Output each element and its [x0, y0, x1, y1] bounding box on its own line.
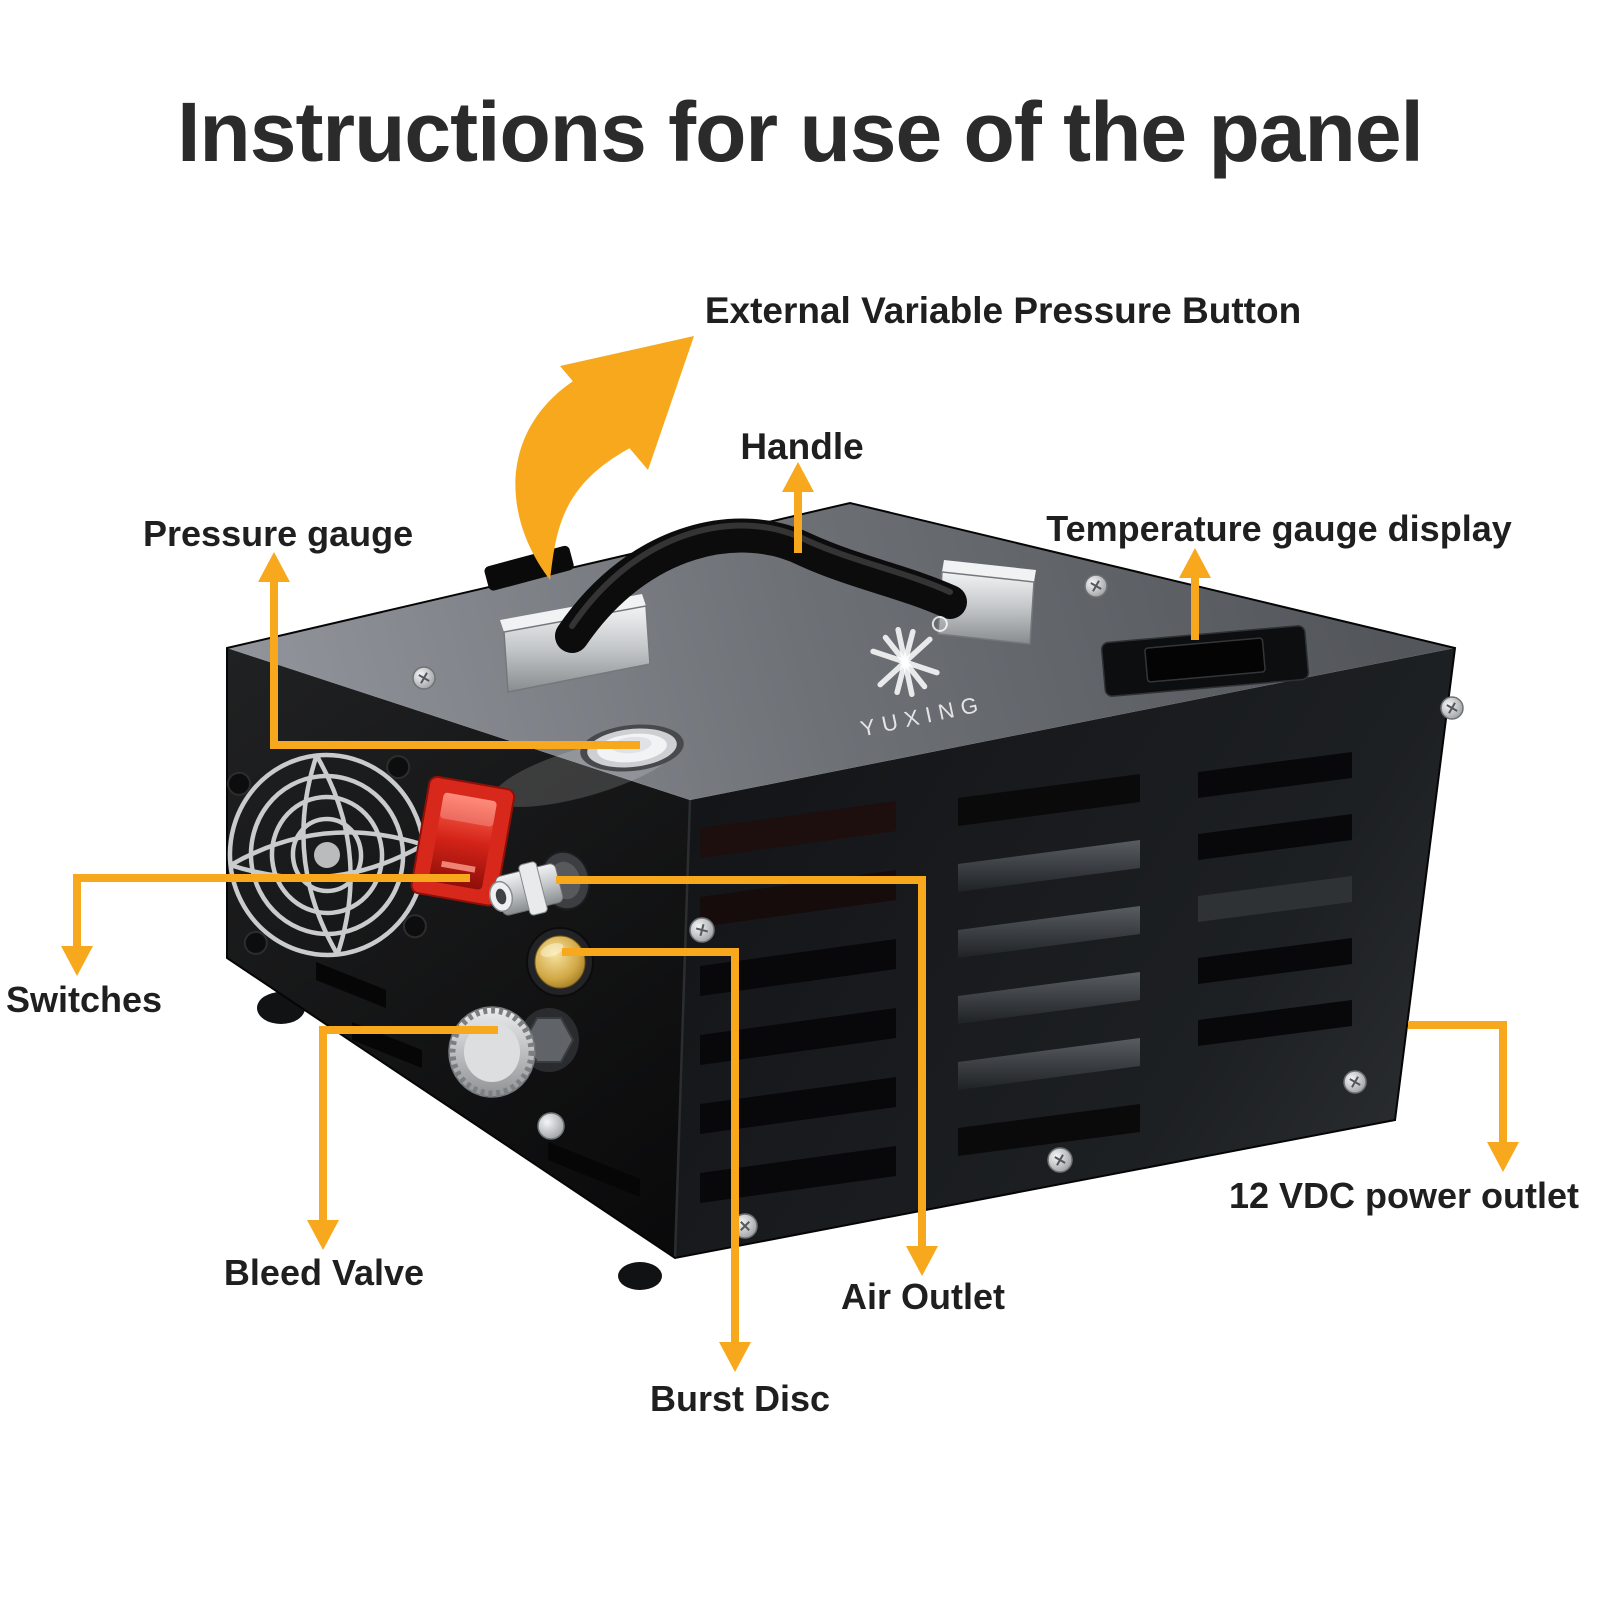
burst-disc-arrow	[562, 948, 751, 1372]
label-air-outlet: Air Outlet	[840, 1276, 1006, 1317]
label-handle: Handle	[740, 426, 864, 467]
label-pressure-gauge: Pressure gauge	[143, 513, 414, 554]
bleed-valve	[448, 1006, 579, 1140]
screws	[412, 574, 1464, 1239]
device-foot	[618, 1262, 662, 1290]
label-power-outlet: 12 VDC power outlet	[1228, 1175, 1580, 1216]
vent-group-right	[1198, 752, 1352, 1046]
vent-group-middle	[958, 774, 1140, 1156]
handle-strap	[555, 518, 967, 653]
device-outline	[226, 501, 1457, 1260]
label-burst-disc: Burst Disc	[649, 1378, 831, 1419]
burst-disc	[526, 927, 594, 997]
pressure-gauge-arrow	[258, 552, 640, 749]
label-switches: Switches	[6, 979, 163, 1020]
star-icon	[870, 626, 940, 698]
switches-arrow	[61, 874, 470, 976]
page-title: Instructions for use of the panel	[177, 85, 1424, 179]
label-external-pressure-button: External Variable Pressure Button	[704, 290, 1302, 331]
power-outlet-arrow	[1408, 1021, 1519, 1172]
external-button-arrow	[515, 336, 694, 580]
label-temperature-display: Temperature gauge display	[1046, 508, 1512, 549]
temperature-display	[1100, 625, 1310, 697]
bleed-valve-arrow	[307, 1026, 498, 1250]
handle-arrow	[782, 462, 814, 553]
handle	[500, 518, 1036, 693]
temperature-display-arrow	[1179, 548, 1211, 640]
fan-grille	[227, 752, 427, 958]
device-body: YUXING	[226, 501, 1464, 1290]
power-switch	[410, 775, 516, 907]
air-outlet-arrow	[556, 876, 938, 1276]
vent-group-left	[700, 801, 896, 1203]
label-bleed-valve: Bleed Valve	[223, 1252, 425, 1293]
